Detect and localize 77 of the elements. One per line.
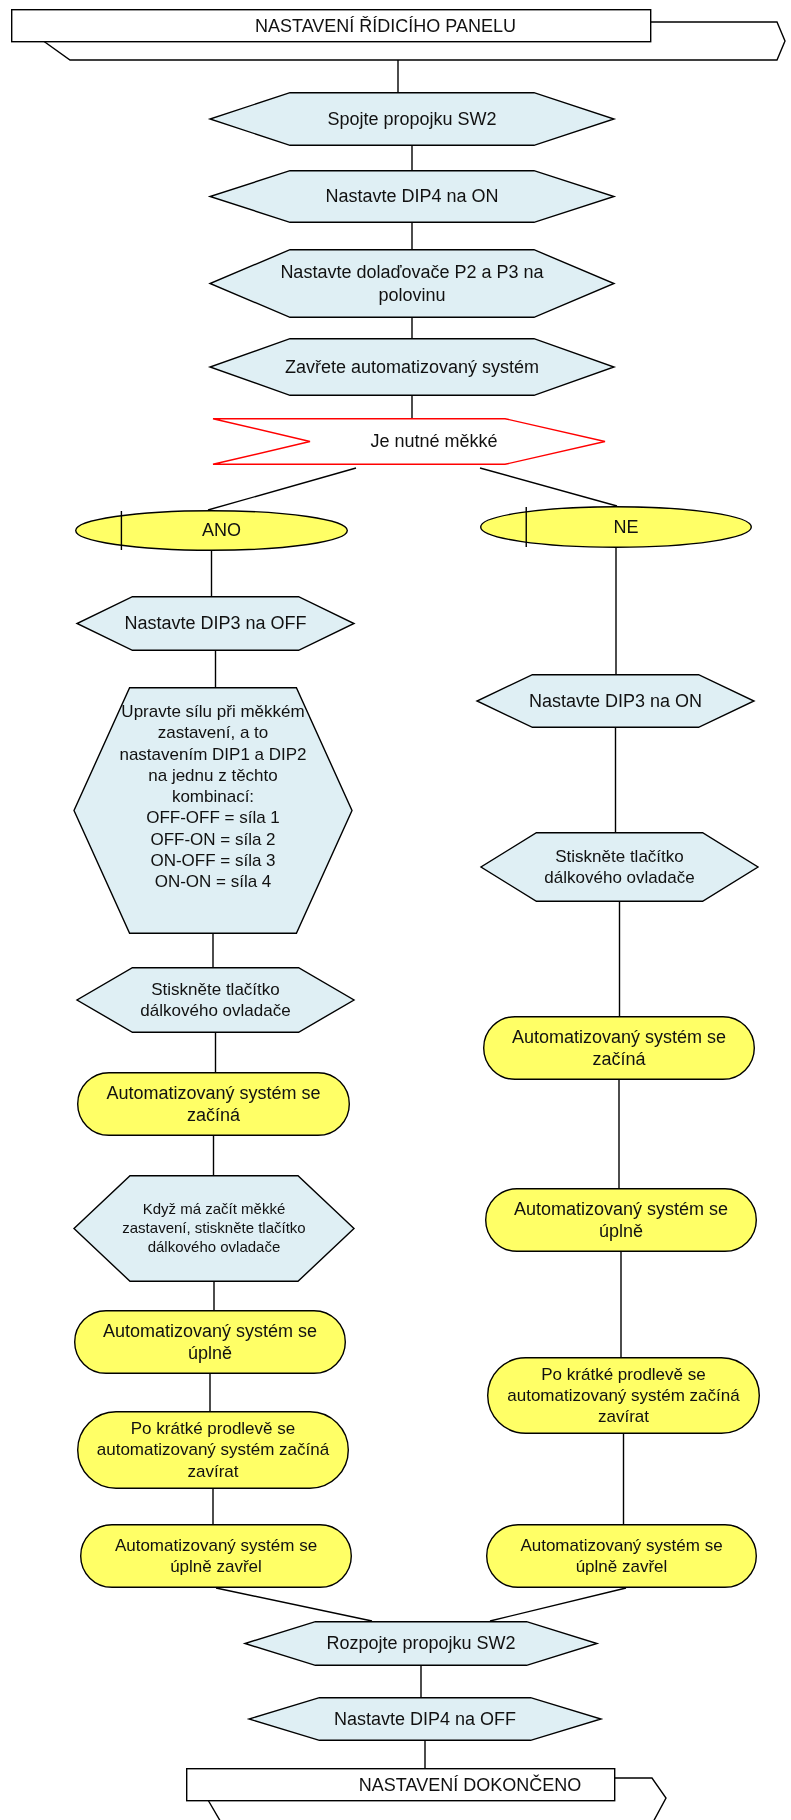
connector-line — [618, 901, 621, 1017]
node-text: Rozpojte propojku SW2 — [326, 1632, 516, 1655]
node-text: NE — [613, 515, 639, 539]
node-text: Stiskněte tlačítko dálkového ovladače — [543, 845, 696, 889]
process-hexagon — [210, 338, 614, 396]
connector-line — [209, 1373, 211, 1412]
node-text: Automatizovaný systém se začíná — [510, 1025, 728, 1071]
rounded-terminal — [485, 1188, 757, 1252]
node-text: Automatizovaný systém se úplně — [101, 1319, 319, 1365]
branch-oval — [480, 506, 752, 548]
connector-line — [614, 727, 617, 833]
process-hexagon — [245, 1621, 597, 1666]
connector-line — [411, 145, 413, 171]
branch-oval — [75, 510, 348, 551]
connector-line — [411, 317, 413, 339]
rounded-terminal — [74, 1310, 346, 1374]
node-text: Automatizovaný systém se začíná — [105, 1081, 322, 1127]
rounded-terminal — [483, 1016, 755, 1080]
connector-line — [207, 467, 357, 511]
connector-line — [615, 547, 617, 675]
node-text: Upravte sílu při měkkém zastavení, a to nastavením DIP1 a DIP2 na jednu z těchto kombinací: — [118, 701, 308, 808]
node-text: Nastavte DIP4 na OFF — [333, 1707, 517, 1731]
connector-line — [411, 395, 413, 419]
process-hexagon — [210, 249, 614, 318]
process-hexagon — [77, 967, 354, 1033]
process-hexagon — [210, 170, 614, 223]
connector-line — [622, 1433, 625, 1525]
rounded-terminal — [80, 1524, 352, 1588]
connector-line — [214, 650, 217, 688]
node-text: OFF-OFF = síla 1 — [146, 807, 280, 829]
connector-line — [424, 1740, 426, 1769]
node-text: NASTAVENÍ DOKONČENO — [358, 1774, 582, 1797]
rounded-terminal — [77, 1072, 350, 1136]
decision-flag — [213, 418, 605, 465]
connector-line — [620, 1251, 622, 1358]
connector-line — [212, 1488, 214, 1525]
connector-line — [213, 1281, 215, 1311]
process-hexagon — [74, 1175, 354, 1282]
node-text: Po krátké prodlevě se automatizovaný systém začíná zavírat — [95, 1418, 331, 1482]
rounded-terminal — [486, 1524, 757, 1588]
node-text: Nastavte DIP3 na OFF — [124, 612, 307, 635]
node-text: Nastavte dolaďovače P2 a P3 na polovinu — [279, 261, 545, 306]
node-text: Nastavte DIP4 na ON — [325, 185, 499, 208]
node-text: Je nutné měkké — [370, 430, 498, 453]
process-hexagon — [74, 687, 352, 934]
process-hexagon — [77, 596, 354, 651]
node-text: Zavřete automatizovaný systém — [284, 355, 540, 379]
connector-line — [411, 222, 413, 250]
connector-line — [212, 1135, 215, 1176]
node-text: Automatizovaný systém se úplně zavřel — [519, 1534, 724, 1578]
node-text: Automatizovaný systém se úplně — [512, 1197, 730, 1243]
terminal-banner — [186, 1768, 666, 1820]
process-hexagon — [477, 674, 754, 728]
node-text: Nastavte DIP3 na ON — [528, 689, 703, 713]
connector-line — [212, 933, 214, 968]
node-text: Po krátké prodlevě se automatizovaný systém začíná zavírat — [506, 1363, 741, 1428]
node-text: ON-OFF = síla 3 — [150, 849, 276, 871]
connector-line — [420, 1665, 422, 1698]
terminal-banner — [11, 9, 785, 61]
connector-line — [215, 1587, 373, 1622]
node-text: Automatizovaný systém se úplně zavřel — [113, 1534, 319, 1578]
process-hexagon — [481, 832, 758, 902]
connector-line — [618, 1079, 620, 1189]
connector-line — [479, 467, 618, 507]
node-text: Stiskněte tlačítko dálkového ovladače — [139, 978, 292, 1022]
node-text: OFF-ON = síla 2 — [150, 828, 276, 850]
node-text: Když má začít měkké zastavení, stiskněte tlačítko dálkového ovladače — [121, 1200, 307, 1257]
connector-line — [210, 550, 213, 597]
node-text: ANO — [202, 519, 241, 542]
connector-line — [397, 59, 399, 93]
connector-line — [214, 1032, 217, 1073]
node-text: Spojte propojku SW2 — [327, 107, 497, 131]
node-text: ON-ON = síla 4 — [154, 871, 272, 893]
node-text: NASTAVENÍ ŘÍDICÍHO PANELU — [254, 15, 516, 38]
connector-line — [489, 1587, 627, 1622]
process-hexagon — [249, 1697, 601, 1741]
process-hexagon — [210, 92, 614, 146]
